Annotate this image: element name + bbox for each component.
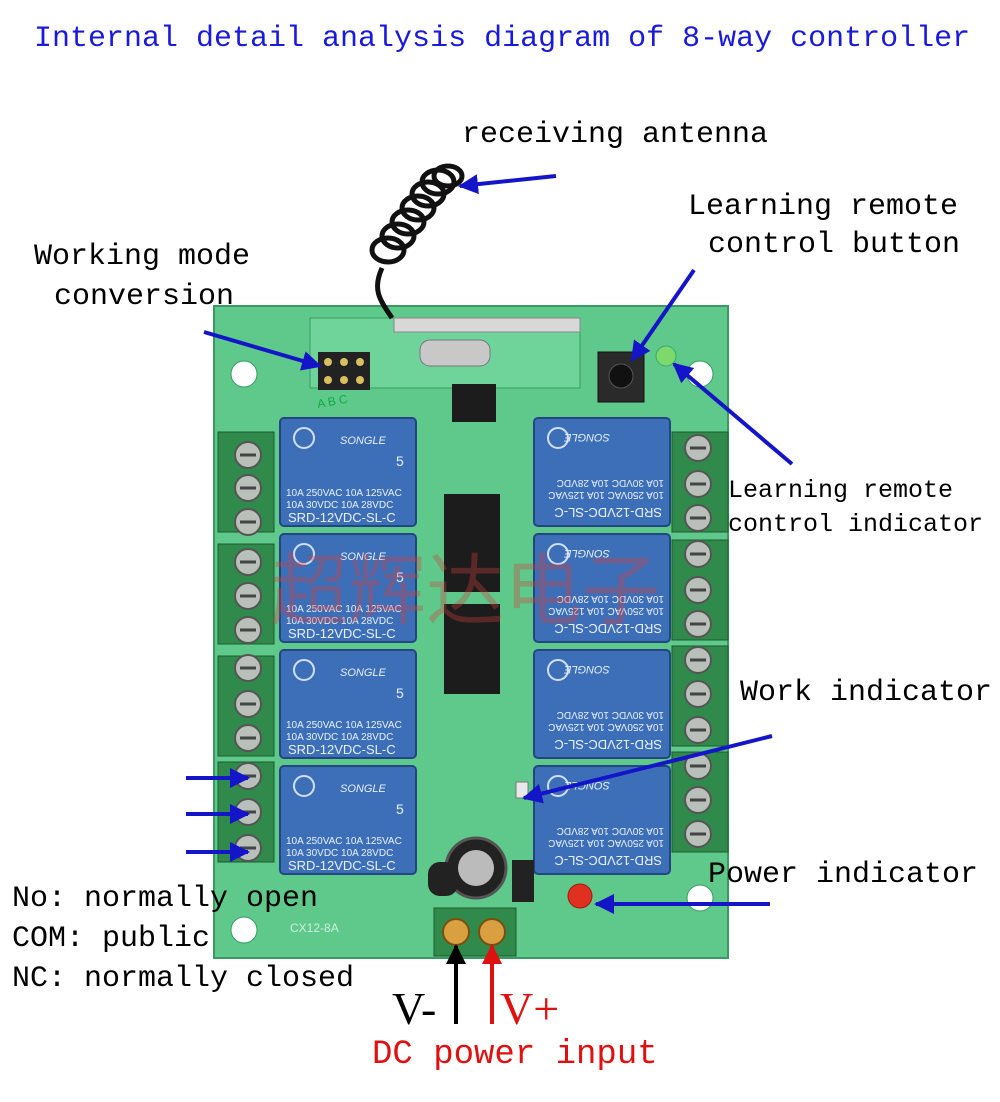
relay-mark: 5 [396,685,404,701]
arrow-learning-button [630,268,696,362]
relay-rating: 10A 250VAC 10A 125VAC [548,605,664,616]
relay-model: SRD-12VDC-SL-C [288,742,396,757]
label-v-plus: V+ [500,983,560,1034]
label-normally-closed: NC: normally closed [12,962,355,996]
relay-brand: SONGLE [340,783,387,795]
relay-model: SRD-12VDC-SL-C [554,737,662,752]
relay-rating: 10A 30VDC 10A 28VDC [286,848,393,859]
relay-model: SRD-12VDC-SL-C [288,626,396,641]
relay-rating: 10A 250VAC 10A 125VAC [286,836,402,847]
relay-brand: SONGLE [563,431,610,443]
relay-rating: 10A 30VDC 10A 28VDC [286,616,393,627]
relay-model: SRD-12VDC-SL-C [554,505,662,520]
relay-mark: 5 [396,569,404,585]
learning-led [655,345,677,367]
diode [512,860,534,902]
label-v-minus: V- [392,983,437,1034]
relay-rating: 10A 250VAC 10A 125VAC [286,604,402,615]
label-learning-indicator-line1: Learning remote [728,476,954,505]
relay-model: SRD-12VDC-SL-C [288,858,396,873]
relay-rating: 10A 250VAC 10A 125VAC [548,837,664,848]
antenna-coil [369,163,465,320]
label-receiving-antenna: receiving antenna [462,118,769,152]
jumper-header [318,352,370,390]
page-title: Internal detail analysis diagram of 8-wa… [34,22,971,56]
relay-rating: 10A 30VDC 10A 28VDC [557,477,664,488]
relay-rating: 10A 30VDC 10A 28VDC [286,500,393,511]
relay-brand: SONGLE [563,547,610,559]
relay-brand: SONGLE [340,435,387,447]
relay-mark: 5 [396,801,404,817]
relay-brand: SONGLE [563,663,610,675]
arrow-antenna [458,174,557,195]
capacitor-small [428,862,458,896]
relay-mark: 5 [396,453,404,469]
board-code: CX12-8A [290,921,339,935]
watermark: 超辉达电子 [270,547,660,637]
label-working-mode-line1: Working mode [34,240,251,274]
relay-rating: 10A 250VAC 10A 125VAC [286,488,402,499]
arrow-working-mode [203,330,322,371]
arrow-learning-indicator [672,362,794,466]
decoder-chip [452,384,496,422]
label-work-indicator: Work indicator [740,676,993,710]
label-common: COM: public [12,922,211,956]
relay-rating: 10A 250VAC 10A 125VAC [548,489,664,500]
label-working-mode-line2: conversion [54,280,235,314]
crystal [419,339,491,367]
label-normally-open: No: normally open [12,882,319,916]
arrow-work-indicator [522,734,773,804]
relay-brand: SONGLE [340,667,387,679]
label-learning-button-line1: Learning remote [688,190,959,224]
relay-rating: 10A 30VDC 10A 28VDC [557,825,664,836]
relay-model: SRD-12VDC-SL-C [554,621,662,636]
power-led [567,883,593,909]
label-learning-indicator-line2: control indicator [728,510,984,539]
relay-brand: SONGLE [340,551,387,563]
relay-rating: 10A 30VDC 10A 28VDC [557,593,664,604]
relay-rating: 10A 250VAC 10A 125VAC [548,721,664,732]
label-learning-button-line2: control button [708,228,961,262]
mounting-hole [230,360,258,388]
relay-rating: 10A 250VAC 10A 125VAC [286,720,402,731]
relay-model: SRD-12VDC-SL-C [288,510,396,525]
label-dc-power-input: DC power input [372,1036,658,1074]
mounting-hole [230,916,258,944]
relay-brand: SONGLE [563,779,610,791]
mounting-hole [686,360,714,388]
driver-chip-2 [444,604,500,694]
relay-model: SRD-12VDC-SL-C [554,853,662,868]
relay-rating: 10A 30VDC 10A 28VDC [557,709,664,720]
relay-rating: 10A 30VDC 10A 28VDC [286,732,393,743]
label-power-indicator: Power indicator [708,858,979,892]
driver-chip-1 [444,494,500,592]
jumper-letters: A B C [316,392,349,411]
